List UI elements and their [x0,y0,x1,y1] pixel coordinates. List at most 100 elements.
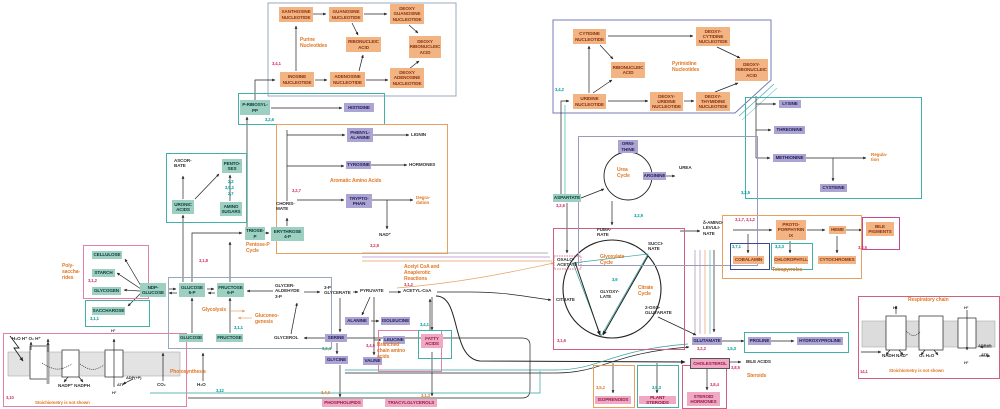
saccharose-box: SACCHAROSE [92,307,125,315]
phenylalanine-box: PHENYL- ALANINE [347,128,373,142]
oxoglutarate-label: 2-OXO- GLUTARATE [645,305,672,316]
section-ref: 3,1,7, 3,1,2 [735,217,755,222]
glutamate-box: GLUTAMATE [692,337,722,345]
alanine-box: ALANINE [345,317,369,325]
nadp-nadph-label: NADP⁺ NADPH [58,383,90,388]
section-ref: 3,4,9 [366,343,375,348]
aromatic-label-label: Aromatic Amino Acids [330,178,382,184]
section-ref: 3,1,2 [404,282,413,287]
section-ref: 3,2,6 [556,203,565,208]
polysaccharides-label-label: Poly- saccha- rides [62,263,80,281]
section-ref: 3,2,5 [741,190,750,195]
atp-photo-label: ATP [117,382,125,387]
succinate-label: SUCCI- NATE [648,241,664,252]
starch-box: STARCH [92,269,115,277]
arginine-box: ARGININE [643,172,666,180]
pyruvate-label: PYRUVATE [360,288,384,293]
nadh-nad-label: NADH NAD⁺ [882,353,909,358]
degradation-label: Degra- dation [416,195,430,206]
urea-label: UREA [679,165,692,170]
adp-p-photo-label: ADP(+P) [126,375,142,380]
cholesterol-box: CHOLESTEROL [690,358,730,369]
proline-box: PROLINE [748,337,771,345]
pyrimidine-label-label: Pyrimidine Nucleotides [672,61,700,73]
cobalamin-box: COBALAMIN [733,256,764,264]
o2-h2o-label: O₂ H₂O [919,353,935,358]
section-ref: 3,2,4 [322,346,331,351]
tetrapyrroles-label-label: Tetrapyrroles [772,267,803,273]
deoxy-uridine-nucleotide-box: DEOXY- URIDINE NUCLEOTIDE [650,92,683,111]
section-ref: 3,3,5 [858,245,867,250]
section-ref: 14,1 [860,369,868,374]
photosynthesis-label-label: Photosynthesis [170,369,206,375]
ascorbate-label: ASCOR- BATE [174,158,192,169]
section-ref: 3,4,2 [555,87,564,92]
bile-pigments-box: BILE PIGMENTS [866,222,894,236]
section-ref: 3,8,5 [731,365,740,370]
glucose-6p-box: GLUCOSE 6-P [179,283,205,297]
bile-acids-label: BILE ACIDS [746,359,771,364]
h2o-photo-label: H₂O [197,382,206,387]
deoxy-ribonucleic-acid-pyrimidine-box: DEOXY- RIBONUCLEIC ACID [735,59,768,81]
stoichiometry-resp-label: Stoichiometry is not shown [889,368,944,373]
section-ref: 1,5,3 [727,346,736,351]
section-ref: 3,5,2 [596,385,605,390]
fructose-6p-box: FRUCTOSE 6-P [217,283,244,297]
h-plus-resp-2-label: H⁺ [964,305,969,310]
urea-label-label: Urea Cycle [617,167,630,179]
section-ref: 2,2 [228,179,234,184]
section-ref: 3,1,6 [557,338,566,343]
hydroxyproline-box: HYDROXYPROLINE [797,337,843,345]
section-ref: 3,10 [6,395,14,400]
section-ref: 3,2,8 [370,243,379,248]
triacylglycerols-box: TRIACYLGLYCEROLS [385,399,437,407]
histidine-box: HISTIDINE [344,103,374,112]
section-ref: 3,4,3 [321,390,330,395]
tryptophan-box: TRYPTO- PHAN [346,194,372,208]
amino-sugars-box: AMINO SUGARS [220,202,242,216]
glyceraldehyde-3p-label: GLYCER- ALDEHYDE 3-P [275,283,300,299]
chlorophyll-box: CHLOROPHYLL [774,256,808,264]
section-ref: 3,1,3 [421,393,430,398]
adenosine-nucleotide-box: ADENOSINE NUCLEOTIDE [330,72,365,87]
tyrosine-box: TYROSINE [346,161,371,169]
co2-label: CO₂ [157,382,166,387]
section-ref: 3,2,2 [697,346,706,351]
section-ref: 2,7 [228,191,234,196]
cytidine-nucleotide-box: CYTIDINE NUCLEOTIDE [573,29,606,44]
section-ref: 3,12 [216,388,224,393]
citrate-label: CITRATE [556,297,575,302]
guanosine-nucleotide-box: GUANOSINE NUCLEOTIDE [329,7,363,22]
ribonucleic-acid-pyrimidine-box: RIBONUCLEIC ACID [611,62,645,78]
glycine-box: GLYCINE [325,356,348,364]
cytochromes-box: CYTOCHROMES [818,256,856,264]
uridine-nucleotide-box: URIDINE NUCLEOTIDE [573,94,606,109]
section-ref: 3,1,1 [234,325,243,330]
h-plus-photo-bottom-label: H⁺ [112,390,117,395]
nad-label: NAD⁺ [379,232,391,237]
fructose-box: FRUCTOSE [216,334,243,342]
delta-aminolevulinate-label: δ-AMINO- LEVULI- NATE [703,220,724,236]
methionine-box: METHIONINE [773,154,806,162]
cysteine-box: CYSTEINE [820,184,847,192]
xanthosine-nucleotide-box: XANTHOSINE NUCLEOTIDE [279,7,313,22]
section-ref: 3,5,3 [652,385,661,390]
section-ref: 3,1,8 [199,258,208,263]
uronic-acids-box: URONIC ACIDS [172,200,194,214]
lysine-box: LYSINE [779,100,801,108]
section-ref: 3,3,3 [775,244,784,249]
threonine-box: THREONINE [774,126,805,134]
atp-resp-label: ATP [981,352,989,357]
acetyl-coa-label: ACETYL-CoA [403,288,432,293]
triose-p-box: TRIOSE- P [245,227,265,240]
aspartate-box: ASPARTATE [553,194,581,202]
stoichiometry-photo-label: Stoichiometry is not shown [35,400,90,405]
glyoxylate-label-label: Glyoxylate Cycle [600,254,625,266]
valine-box: VALINE [363,357,382,365]
section-ref: 3,2,7 [292,188,301,193]
isoprenoids-box: ISOPRENOIDS [595,396,631,404]
section-ref: 3,2,9 [634,213,643,218]
isoleucine-box: ISOLEUCINE [381,317,410,325]
deoxy-cytidine-nucleotide-box: DEOXY- CYTIDINE NUCLEOTIDE [696,27,730,46]
section-ref: 3,4,1 [272,61,281,66]
